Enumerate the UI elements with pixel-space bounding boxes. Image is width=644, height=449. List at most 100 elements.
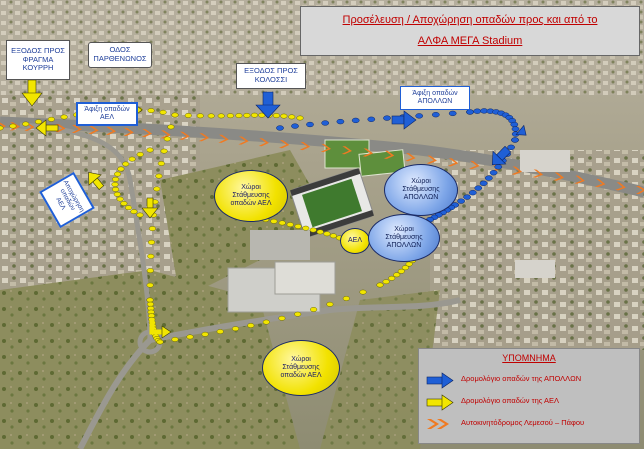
label-exit-kolossi: ΕΞΟΔΟΣ ΠΡΟΣ ΚΟΛΟΣΣΙ: [236, 63, 306, 89]
ael-route-dot: [0, 125, 4, 131]
ael-route-dot: [405, 261, 413, 267]
apollon-route-dot: [367, 116, 376, 122]
ael-route-dot: [286, 222, 294, 228]
ael-route-dot: [243, 112, 251, 118]
apollon-route-dot: [494, 164, 503, 170]
motorway-chevron: [532, 169, 544, 178]
label-line: Άφιξη οπαδών: [84, 105, 130, 113]
ael-route-dot: [329, 233, 337, 239]
zone-line: Χώροι: [241, 184, 261, 192]
ael-route-dot: [401, 265, 409, 271]
label-line: ΑΠΟΛΛΩΝ: [417, 98, 453, 105]
motorway-chevron: [405, 152, 416, 162]
ael-route-dot: [34, 119, 43, 125]
ael-route-dot: [47, 116, 55, 122]
apollon-route-dot: [336, 118, 345, 125]
ael-route-dot: [294, 223, 302, 229]
ael-route-dot: [186, 334, 194, 340]
ael-route-dot: [147, 253, 155, 259]
ael-route-dot: [278, 220, 286, 226]
apollon-route-dot: [321, 120, 330, 126]
stadium-east-building: [520, 150, 570, 172]
label-odos-parthenonos: ΟΔΟΣ ΠΑΡΘΕΝΩΝΟΣ: [88, 42, 152, 68]
apollon-route-dot: [351, 117, 360, 124]
blue-arrow-down: [255, 91, 281, 119]
apollon-route-dot: [415, 113, 424, 119]
ael-route-dot: [247, 323, 255, 328]
ael-route-dot: [184, 113, 192, 118]
ael-route-dot: [272, 113, 280, 119]
ael-route-dot: [160, 148, 168, 154]
apollon-route-dot: [466, 109, 474, 115]
motorway-chevron: [24, 122, 35, 131]
ael-route-dot: [163, 136, 171, 142]
legend-label: Αυτοκινητόδρομος Λεμεσού – Πάφου: [461, 418, 585, 427]
motorway-chevron: [511, 166, 523, 175]
label-arrival-apollon: Άφιξη οπαδών ΑΠΟΛΛΩΝ: [400, 86, 470, 110]
motorway-chevron: [88, 125, 99, 134]
motorway-chevron: [299, 141, 311, 151]
zone-line: Στάθμευσης: [385, 234, 423, 242]
label-line: ΕΞΟΔΟΣ ΠΡΟΣ: [11, 46, 65, 56]
motorway-chevron: [238, 136, 249, 145]
parking-lot: [250, 230, 310, 260]
ael-route-dot: [201, 331, 209, 337]
ael-route-dot: [136, 151, 144, 157]
ael-route-dot: [280, 113, 288, 119]
ael-route-dot: [130, 209, 138, 215]
zone-line: Στάθμευσης: [232, 192, 270, 200]
motorway-chevron: [553, 172, 565, 181]
motorway-chevron: [426, 155, 437, 164]
zone-parking-apollon-north: Χώροι Στάθμευσης ΑΠΟΛΛΩΝ: [384, 164, 458, 216]
ael-route-dot: [397, 268, 405, 274]
apollon-route-dot: [431, 112, 440, 118]
motorway-chevron: [55, 124, 66, 133]
ael-route-dot: [376, 282, 384, 288]
stadium: [290, 168, 374, 238]
ael-route-dot: [148, 226, 156, 232]
apollon-route-dot: [510, 121, 519, 128]
ael-route-dot: [111, 181, 119, 187]
label-line: ΟΔΟΣ: [109, 45, 131, 55]
ael-route-dot: [217, 113, 225, 119]
apollon-route-dot: [479, 180, 488, 186]
ael-route-dot: [153, 186, 161, 192]
ael-route-dot: [146, 301, 154, 307]
legend-item-motorway: Αυτοκινητόδρομος Λεμεσού – Πάφου: [425, 415, 637, 433]
zone-line: Στάθμευσης: [282, 364, 320, 372]
ael-route-dot: [262, 319, 270, 325]
ael-route-dot: [167, 124, 175, 130]
motorway-chevron: [9, 122, 20, 131]
ael-route-dot: [250, 112, 259, 118]
ael-route-dot: [270, 218, 278, 224]
motorway-chevron: [71, 124, 82, 134]
label-line: ΠΑΡΘΕΝΩΝΟΣ: [93, 54, 147, 63]
zone-parking-ael-north: Χώροι Στάθμευσης οπαδών ΑΕΛ: [214, 170, 288, 222]
road-south: [149, 297, 461, 343]
blue-arrow-down-left: [491, 145, 512, 166]
apollon-route-dot: [457, 198, 465, 204]
zone-line: Χώροι: [394, 226, 414, 234]
road-southwest: [77, 337, 153, 449]
apollon-route-dot: [489, 170, 498, 176]
ael-route-dot: [114, 171, 122, 177]
east-building: [515, 260, 555, 278]
label-line: ΚΟΛΟΣΣΙ: [254, 75, 288, 84]
ael-route-dot: [231, 326, 240, 332]
apollon-route-dot: [507, 144, 515, 150]
ael-route-dot: [235, 113, 243, 119]
zone-ael-small: ΑΕΛ: [340, 228, 370, 254]
ael-route-dot: [309, 227, 317, 233]
ael-route-dot: [147, 108, 155, 114]
label-line: Άφιξη οπαδών: [412, 89, 458, 97]
apollon-route-dot: [511, 137, 519, 143]
title-line-2: ΑΛΦΑ ΜΕΓΑ Stadium: [417, 35, 523, 47]
ael-route-dot: [146, 268, 154, 274]
ael-route-dot: [113, 191, 121, 197]
label-line: ΕΞΟΔΟΣ ΠΡΟΣ: [244, 66, 298, 76]
motorway-chevron: [447, 158, 459, 167]
map-title: Προσέλευση / Αποχώρηση οπαδών προς και α…: [300, 6, 640, 56]
apollon-route-dot: [468, 190, 477, 196]
legend-label: Δρομολόγιο οπαδών της ΑΠΟΛΛΩΝ: [461, 374, 582, 383]
